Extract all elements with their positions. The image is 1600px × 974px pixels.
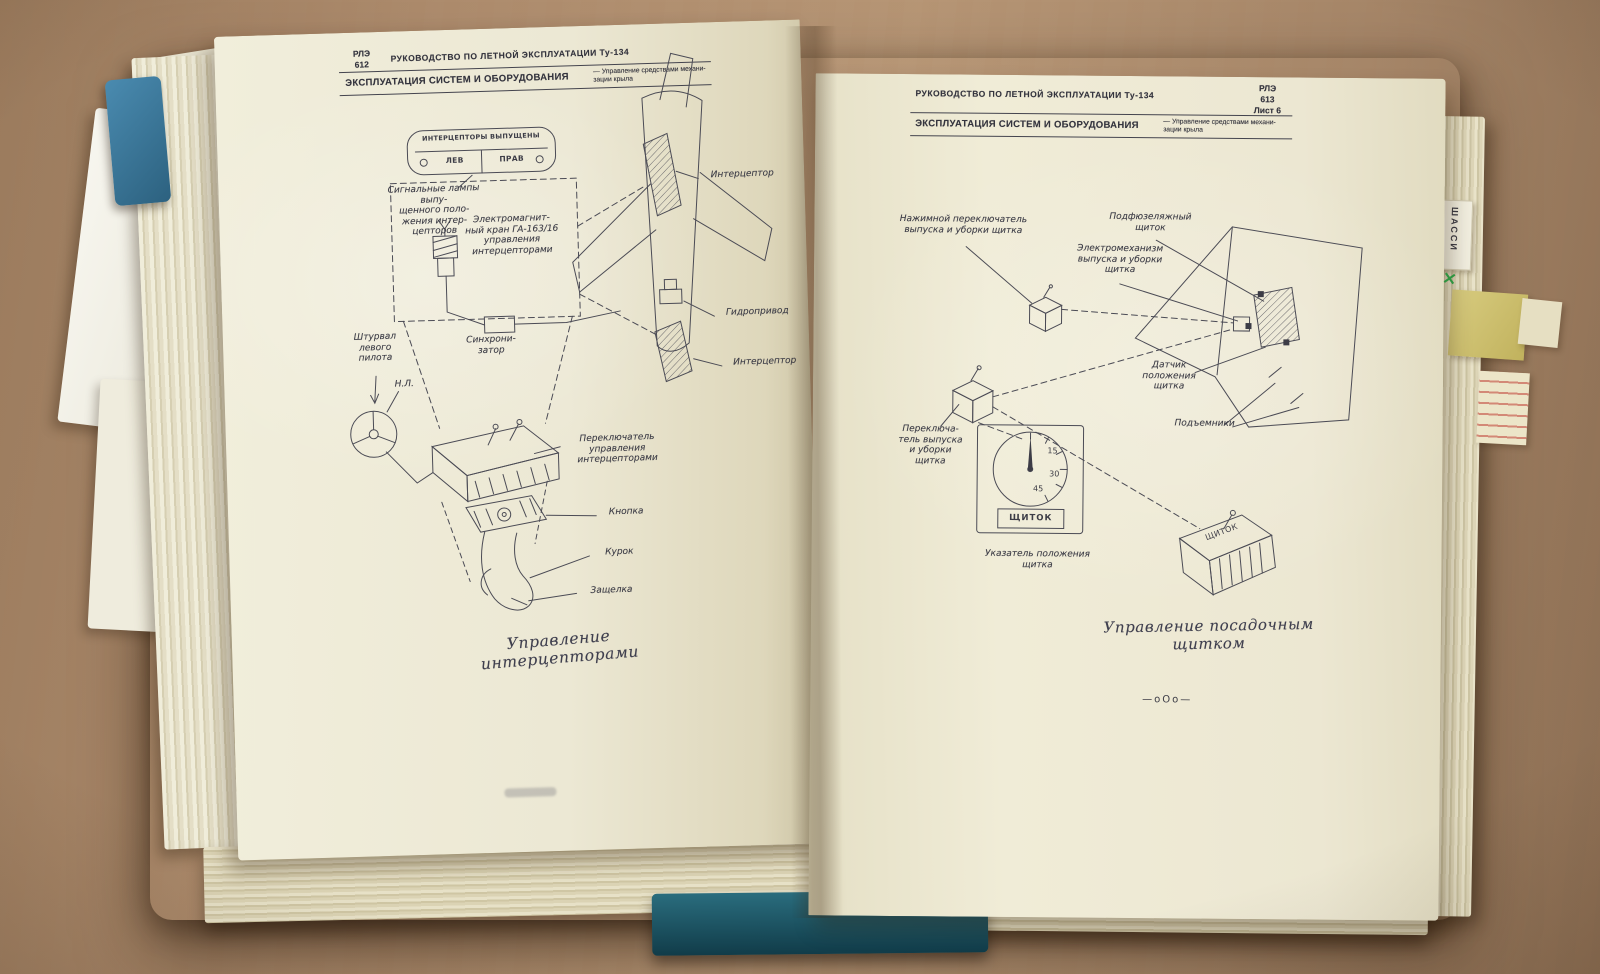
label-flap-indicator: Указатель положения щитка	[985, 548, 1090, 570]
label-synchronizer: Синхрони- затор	[466, 334, 516, 356]
label-lifters: Подъемники	[1174, 418, 1235, 429]
gauge-tick-15: 15	[1047, 446, 1058, 456]
right-figure-caption: Управление посадочным щитком	[1103, 614, 1315, 654]
label-interceptor-switch: Переключатель управления интерцепторами	[577, 431, 658, 466]
label-button: Кнопка	[608, 506, 644, 518]
gauge-label: ЩИТОК	[1009, 512, 1053, 524]
tab-marked-slip	[1476, 370, 1530, 446]
gauge-tick-45: 45	[1033, 484, 1044, 494]
flap-diagram-art	[940, 226, 1363, 596]
interceptor-diagram-art	[350, 52, 773, 611]
signal-panel-right-label: ПРАВ	[499, 153, 525, 164]
book-cover-corner	[104, 75, 172, 207]
gauge-needle	[1027, 436, 1033, 471]
end-of-section-mark: —оОо—	[1142, 694, 1193, 706]
hydraulic-drive-sketch	[659, 288, 683, 305]
label-electromechanism: Электромеханизм выпуска и уборки щитка	[1077, 243, 1164, 276]
left-page: РЛЭ 612 РУКОВОДСТВО ПО ЛЕТНОЙ ЭКСПЛУАТАЦ…	[213, 19, 825, 861]
tab-paper-slip	[1517, 298, 1563, 348]
gauge-tick-30: 30	[1049, 469, 1060, 479]
label-flap-switch: Переключа- тель выпуска и уборки щитка	[898, 424, 963, 467]
tab-yellow-slip	[1447, 289, 1529, 361]
flap-switch-sketch	[951, 380, 995, 402]
label-latch: Защелка	[590, 584, 633, 596]
right-page: РУКОВОДСТВО ПО ЛЕТНОЙ ЭКСПЛУАТАЦИИ Ту-13…	[808, 73, 1446, 921]
tab-shassi-label: ШАССИ	[1448, 206, 1460, 252]
label-fuselage-flap: Подфюзеляжный щиток	[1109, 211, 1192, 233]
footer-stamp	[504, 787, 557, 798]
fuselage-sketch	[641, 90, 703, 352]
label-flap-sensor: Датчик положения щитка	[1142, 360, 1196, 392]
label-solenoid-valve: Электромагнит- ный кран ГА-163/16 управл…	[465, 212, 559, 258]
signal-panel-left-label: ЛЕВ	[445, 155, 464, 166]
label-nl: Н.Л.	[394, 379, 415, 390]
label-control-wheel: Штурвал левого пилота	[353, 331, 397, 364]
interceptor-panel-bottom	[654, 320, 693, 383]
label-push-switch: Нажимной переключатель выпуска и уборки …	[899, 214, 1028, 236]
push-switch-sketch	[1028, 296, 1063, 314]
label-trigger: Курок	[605, 546, 634, 558]
